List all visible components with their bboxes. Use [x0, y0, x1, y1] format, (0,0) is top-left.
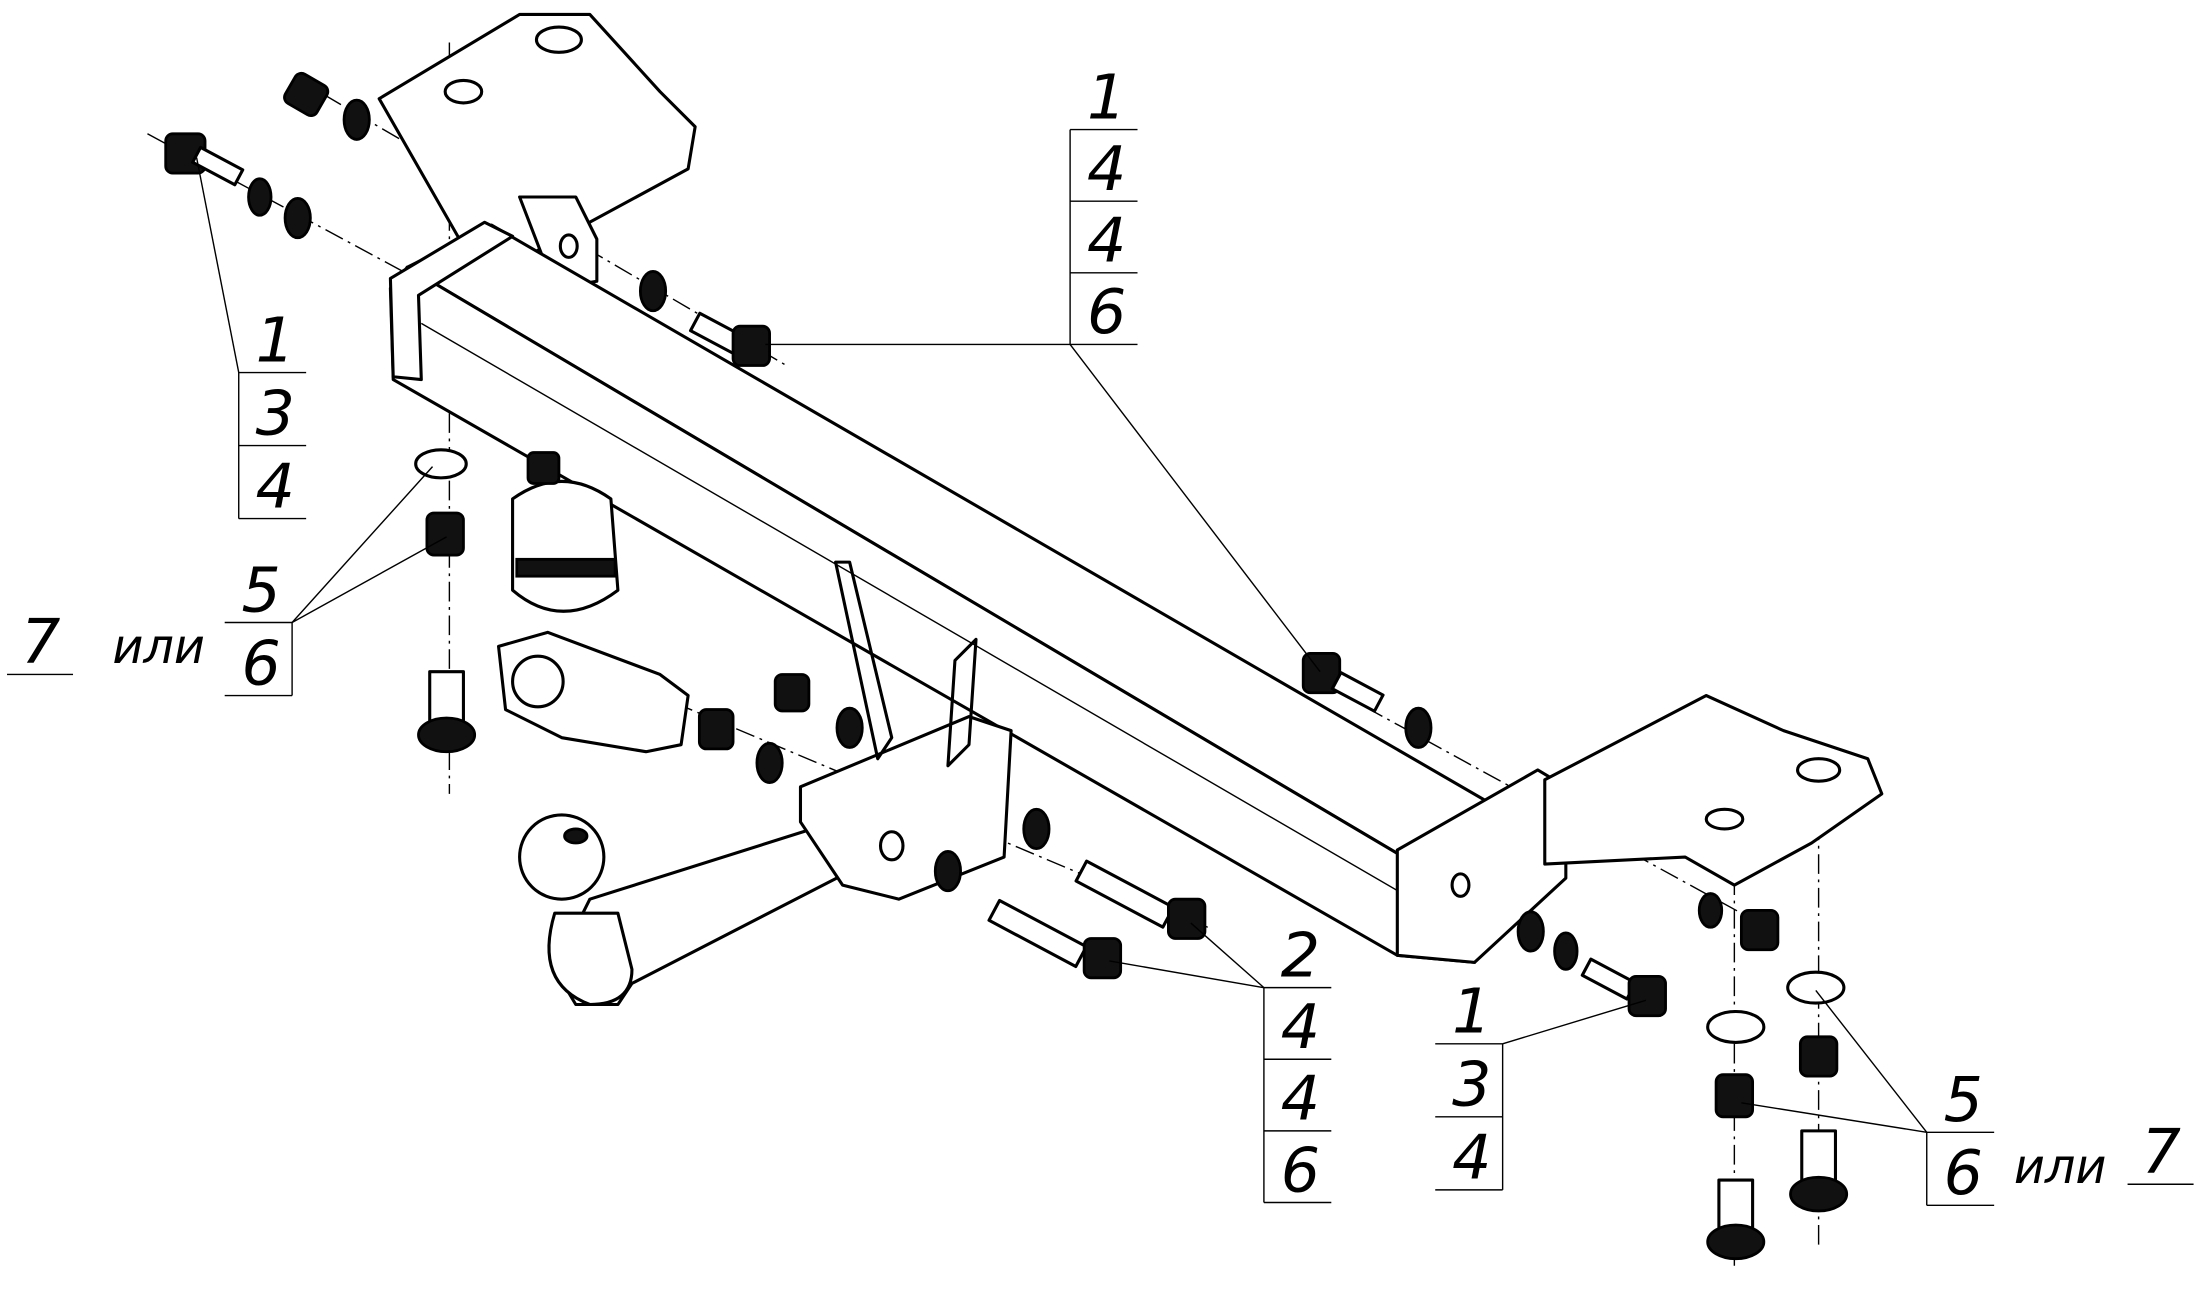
- leader-line: [291, 466, 434, 623]
- washer: [1553, 931, 1579, 971]
- crossbeam-edge: [420, 322, 1461, 928]
- washer: [933, 850, 962, 893]
- nut: [526, 451, 561, 485]
- callout-or-word: или: [2014, 1140, 2107, 1195]
- drawing-geometry: [147, 12, 1884, 1272]
- leader-line: [1069, 344, 1321, 673]
- bolt-shank: [987, 898, 1088, 969]
- fasteners: [164, 71, 1849, 1261]
- bolt-head: [1627, 974, 1667, 1018]
- bracket-hole: [558, 233, 579, 259]
- socket-bracket-ring: [511, 654, 565, 709]
- nut: [1798, 1035, 1839, 1078]
- callout-number: 4: [256, 450, 295, 522]
- washer: [342, 98, 371, 141]
- receiver-hole: [878, 830, 905, 862]
- callout-number: 6: [1087, 276, 1126, 348]
- callout-number: 4: [1281, 991, 1320, 1063]
- callout-number: 4: [1087, 205, 1126, 277]
- bolt-shank: [191, 145, 245, 187]
- washer: [1697, 892, 1724, 929]
- bolt-head: [1167, 897, 1207, 940]
- bolt-head: [731, 324, 771, 367]
- nut: [283, 71, 330, 118]
- washer: [247, 177, 273, 217]
- tow-ball: [518, 813, 606, 901]
- callout-number: 1: [1452, 976, 1491, 1048]
- callout-number: 5: [1944, 1064, 1983, 1136]
- bolt-shank: [1580, 957, 1638, 1001]
- callout-number: 6: [1281, 1134, 1320, 1206]
- washer: [835, 706, 864, 749]
- receiver-hook-left: [834, 560, 894, 761]
- bolt-shank: [1074, 859, 1175, 929]
- leader-line: [291, 536, 447, 624]
- leader-line: [1502, 999, 1647, 1045]
- washer: [1706, 1009, 1766, 1044]
- bolt-shank: [1800, 1129, 1838, 1183]
- washer: [1516, 910, 1545, 953]
- hitch-receiver-bracket: [798, 715, 1013, 901]
- callout-number: 2: [1281, 919, 1320, 991]
- tow-neck-bend: [547, 911, 634, 1007]
- washer: [638, 270, 668, 313]
- bolt-flange-head: [417, 716, 477, 754]
- callout-number: 1: [256, 304, 295, 376]
- callout-alt-number: 7: [21, 606, 60, 678]
- nut: [1714, 1073, 1755, 1119]
- leader-line: [1190, 922, 1265, 989]
- callout-number: 4: [1281, 1063, 1320, 1135]
- nut: [773, 673, 811, 713]
- bolt-shank: [428, 670, 465, 724]
- socket-band: [515, 557, 617, 578]
- bracket-slot: [1704, 807, 1745, 831]
- receiver-hook-right: [946, 637, 978, 768]
- tow-ball-highlight: [563, 827, 589, 845]
- washer: [414, 448, 468, 480]
- bracket-slot: [1796, 757, 1842, 783]
- washer: [1404, 706, 1433, 749]
- washer: [1786, 970, 1846, 1005]
- leader-line: [1815, 990, 1928, 1133]
- callout-number: 4: [1087, 133, 1126, 205]
- washer: [755, 741, 784, 785]
- callout-number: 3: [256, 377, 295, 449]
- callout-number: 6: [1944, 1137, 1983, 1209]
- leader-line: [1741, 1102, 1927, 1133]
- callout-number: 4: [1452, 1122, 1491, 1194]
- bolt-flange-head: [1789, 1175, 1849, 1213]
- washer: [283, 196, 312, 240]
- nut: [697, 708, 735, 751]
- callout-number: 3: [1452, 1049, 1491, 1121]
- beam-hole: [1450, 872, 1471, 898]
- nut: [425, 511, 465, 557]
- callout-alt-number: 7: [2142, 1116, 2181, 1188]
- electrical-socket: [511, 479, 620, 613]
- right-mounting-bracket: [1543, 693, 1884, 887]
- bolt-shank: [1330, 671, 1385, 713]
- leader-line: [1109, 960, 1265, 989]
- bracket-slot: [443, 78, 484, 105]
- crossbeam-end-cap-left: [388, 220, 515, 382]
- callout-number: 1: [1087, 61, 1126, 133]
- bolt-shank: [1717, 1178, 1755, 1233]
- nut: [1739, 908, 1780, 952]
- callout-or-word: или: [112, 620, 205, 675]
- callout-number: 5: [242, 554, 281, 626]
- callout-number: 6: [242, 627, 281, 699]
- bracket-slot: [534, 25, 583, 54]
- washer: [1022, 807, 1051, 851]
- leader-line: [195, 157, 240, 373]
- bolt-head: [1082, 937, 1123, 980]
- bolt-flange-head: [1706, 1223, 1766, 1261]
